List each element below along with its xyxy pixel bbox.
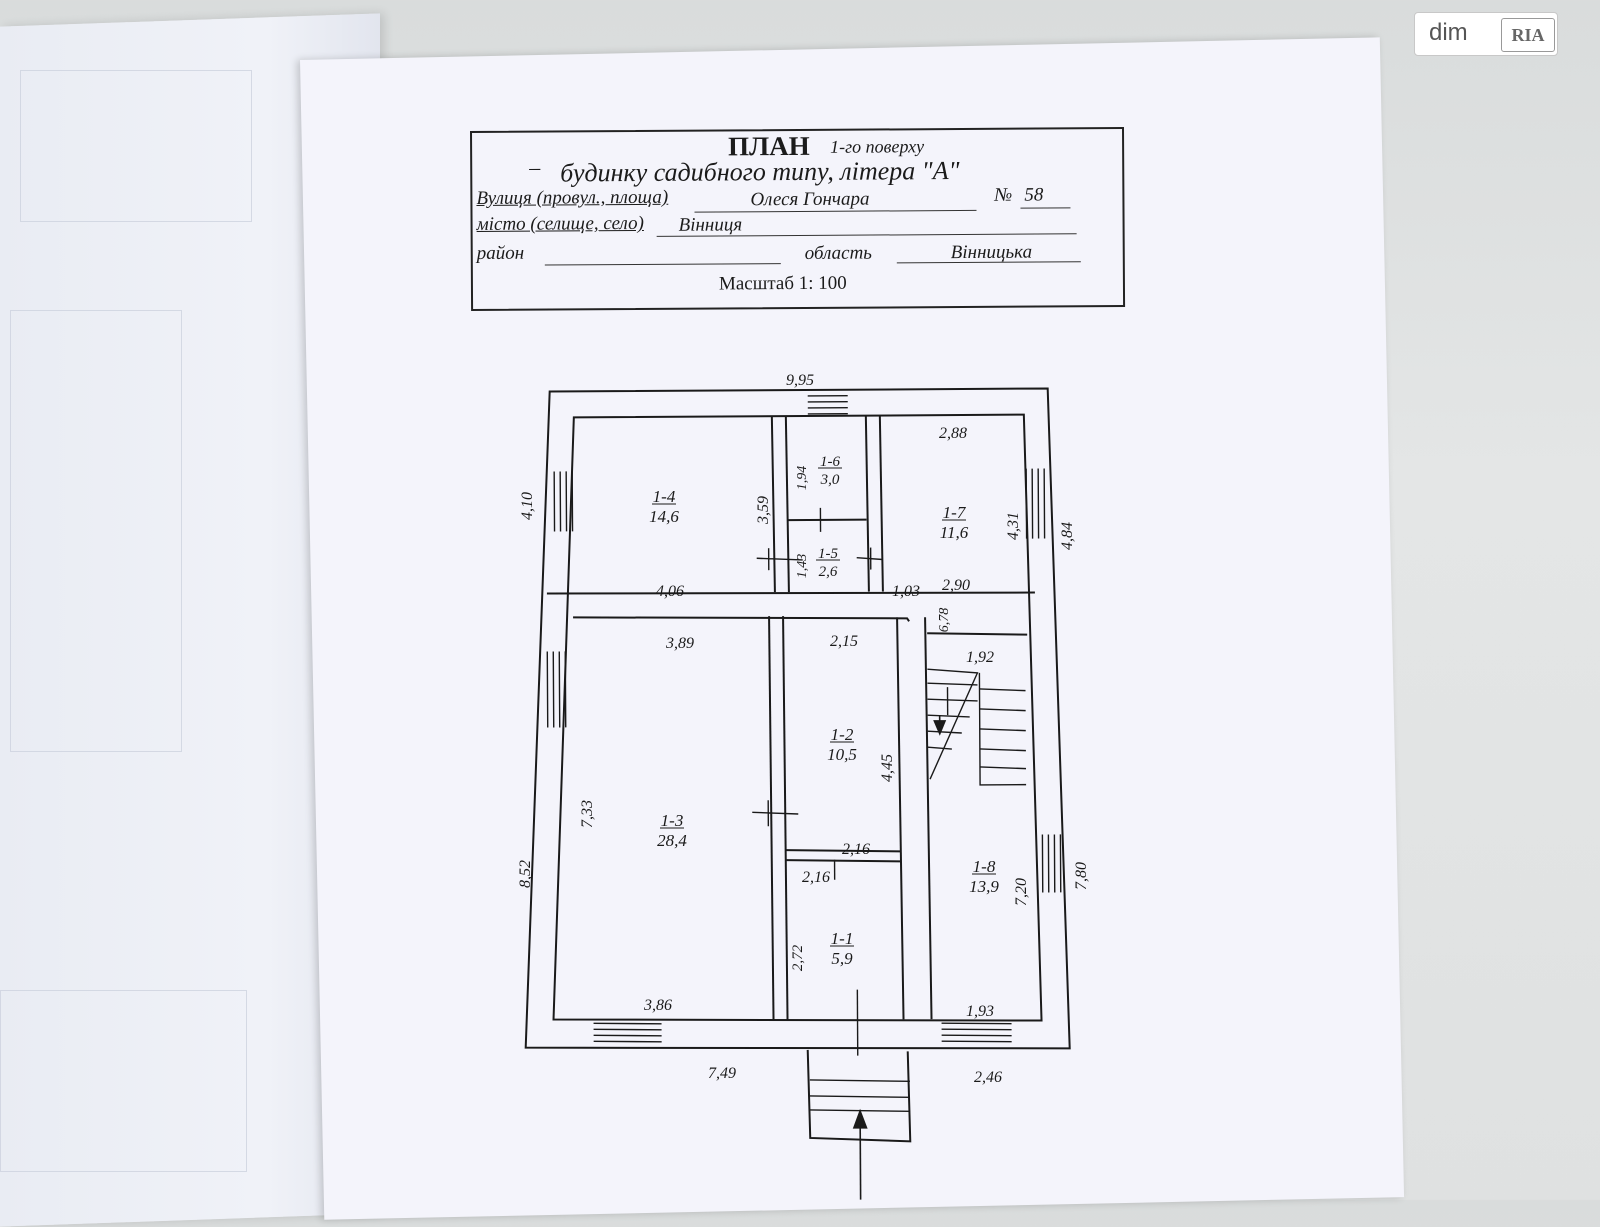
room-1-4-id: 1-4 <box>653 487 676 506</box>
wall-r14-r16 <box>772 416 775 592</box>
wall-r14-r16-b <box>786 416 789 592</box>
region-label: область <box>805 243 872 265</box>
dim-right-lower: 7,80 <box>1073 862 1090 890</box>
room-1-2-id: 1-2 <box>831 725 854 744</box>
dim-r17-width: 2,88 <box>939 425 967 442</box>
inner-wall <box>550 415 1042 1024</box>
room-1-7-area: 11,6 <box>940 523 969 542</box>
title-block: ПЛАН 1-го поверху – будинку садибного ти… <box>470 127 1125 311</box>
dim-r13-height: 7,33 <box>579 800 596 828</box>
room-1-5-area: 2,6 <box>819 564 838 580</box>
wall-r12-r18-b <box>925 617 931 1019</box>
room-1-6-area: 3,0 <box>820 472 840 488</box>
number-underline <box>1020 207 1070 208</box>
dim-left-upper: 4,10 <box>519 492 536 520</box>
dim-r11-height: 2,72 <box>790 944 806 971</box>
number-value: 58 <box>1024 184 1043 206</box>
arrow-head <box>854 1112 866 1128</box>
district-label: район <box>477 243 525 265</box>
room-1-7-id: 1-7 <box>943 503 967 522</box>
dim-r16-height: 1,94 <box>795 466 810 491</box>
number-label: № <box>994 185 1012 207</box>
dim-r14-width: 4,06 <box>656 583 684 600</box>
city-label: місто (селище, село) <box>477 213 644 236</box>
room-1-3-area: 28,4 <box>657 831 687 850</box>
logo-text: dim <box>1429 19 1468 47</box>
city-value: Вінниця <box>679 214 743 236</box>
scale-label: Масштаб 1: 100 <box>719 273 847 296</box>
room-1-2-area: 10,5 <box>827 745 857 764</box>
room-1-1-id: 1-1 <box>831 929 854 948</box>
faded-table <box>20 70 252 222</box>
dim-r12-bottom: 2,16 <box>842 841 870 858</box>
dim-r11-top: 2,16 <box>802 869 830 886</box>
logo-badge: RIA <box>1501 18 1555 52</box>
plan-subtitle: будинку садибного типу, літера "А" <box>560 156 959 188</box>
wall-r12-r11-b <box>787 859 901 862</box>
dim-r15-height: 1,43 <box>795 554 810 579</box>
dim-r17-height: 4,31 <box>1005 512 1022 540</box>
dim-r15-bottom: 1,03 <box>892 583 920 600</box>
wall-horizontal-lower <box>573 615 909 623</box>
dimria-logo[interactable]: dim RIA <box>1414 12 1558 56</box>
dim-right-upper: 4,84 <box>1059 522 1076 550</box>
entrance-treads <box>810 1079 910 1112</box>
room-1-4-area: 14,6 <box>649 507 679 526</box>
dash-mark: – <box>529 155 540 181</box>
faded-stamp <box>0 990 247 1172</box>
district-underline <box>545 263 781 265</box>
dim-r18-height: 7,20 <box>1013 878 1030 906</box>
dim-r13-bottom: 3,86 <box>643 997 672 1014</box>
wall-r16-r17-b <box>880 415 883 591</box>
floor-plan: 1-4 14,6 1-6 3,0 1-5 2,6 1-7 11,6 1-3 28… <box>500 370 1100 1200</box>
floor-label: 1-го поверху <box>830 136 924 158</box>
dim-left-total: 8,52 <box>517 860 534 888</box>
faded-plan <box>10 310 182 752</box>
dim-overall-width: 9,95 <box>786 372 814 389</box>
dim-r14-height: 3,59 <box>755 496 772 525</box>
dim-corridor-height: 6,78 <box>937 608 952 633</box>
room-1-1-area: 5,9 <box>831 949 853 968</box>
room-1-8-id: 1-8 <box>973 857 996 876</box>
dim-r18-bottom: 1,93 <box>966 1003 994 1020</box>
room-1-3-id: 1-3 <box>661 811 684 830</box>
wall-r12-r18 <box>897 617 903 1019</box>
wall-r13-r12-b <box>783 616 787 1020</box>
street-label: Вулиця (провул., площа) <box>476 187 668 210</box>
dim-r13-top: 3,89 <box>665 635 694 652</box>
street-value: Олеся Гончара <box>750 189 869 212</box>
dim-bottom-left: 7,49 <box>708 1065 736 1082</box>
room-1-8-area: 13,9 <box>969 877 999 896</box>
dim-bottom-right: 2,46 <box>974 1069 1002 1086</box>
dim-r12-top: 2,15 <box>830 633 858 650</box>
dim-stair-width: 1,92 <box>966 649 994 666</box>
street-underline <box>694 210 976 213</box>
dim-r12-height: 4,45 <box>879 754 896 782</box>
wall-r16-r17 <box>866 416 869 592</box>
wall-r13-r12 <box>769 616 773 1020</box>
dim-r17-bottom: 2,90 <box>942 577 970 594</box>
